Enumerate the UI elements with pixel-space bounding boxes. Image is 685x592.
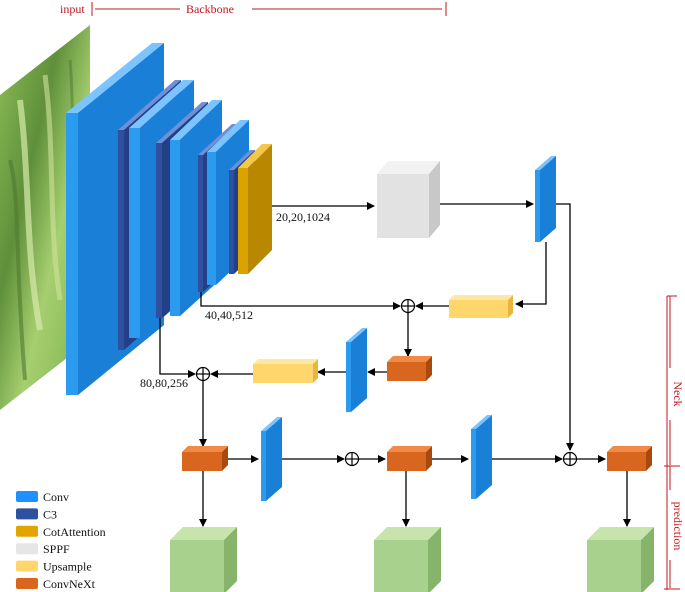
legend-swatch <box>16 543 38 555</box>
legend-label: SPPF <box>43 542 70 556</box>
edge-backbone80-plus2 <box>159 318 196 378</box>
legend-swatch <box>16 560 38 572</box>
convnext-block-4 <box>607 446 652 471</box>
legend-label: ConvNeXt <box>43 577 96 591</box>
dim-20-label: 20,20,1024 <box>276 210 330 224</box>
output-block-3 <box>587 527 654 592</box>
upsample-block-1 <box>449 295 513 318</box>
legend-swatch <box>16 491 38 502</box>
upsample-block-2 <box>253 359 318 383</box>
concat-plus-bottom <box>344 451 360 467</box>
neck-conv-bottom-2 <box>471 415 492 499</box>
sppf-block <box>377 161 440 238</box>
convnext-block-2 <box>182 446 228 471</box>
convnext-block-1 <box>387 356 432 381</box>
edge-conv-plus3 <box>556 203 574 451</box>
legend-swatch <box>16 525 38 537</box>
backbone-label: Backbone <box>186 2 234 16</box>
legend-label: Conv <box>43 490 69 504</box>
edge-conv-upsample1 <box>515 242 547 308</box>
prediction-label: prediction <box>671 502 685 551</box>
legend-swatch <box>16 578 38 589</box>
neck-conv-bottom-1 <box>261 417 282 501</box>
neck-conv-top <box>535 156 556 242</box>
dim-80-label: 80,80,256 <box>140 376 188 390</box>
concat-plus-1 <box>400 298 416 314</box>
legend-label: C3 <box>43 507 57 521</box>
concat-plus-3 <box>562 451 578 467</box>
input-label: input <box>60 2 85 16</box>
dim-40-label: 40,40,512 <box>205 308 253 322</box>
legend-label: Upsample <box>43 560 92 574</box>
concat-plus-2 <box>195 366 211 382</box>
legend-label: CotAttention <box>43 525 106 539</box>
backbone-cotattention <box>238 144 272 274</box>
convnext-block-3 <box>387 446 432 471</box>
legend-swatch <box>16 508 38 520</box>
backbone-stack <box>66 43 272 395</box>
output-block-1 <box>170 527 237 592</box>
neck-conv-mid <box>346 328 367 412</box>
edge-backbone40-plus1 <box>200 292 401 310</box>
neck-label: Neck <box>671 381 685 406</box>
output-block-2 <box>374 527 441 592</box>
